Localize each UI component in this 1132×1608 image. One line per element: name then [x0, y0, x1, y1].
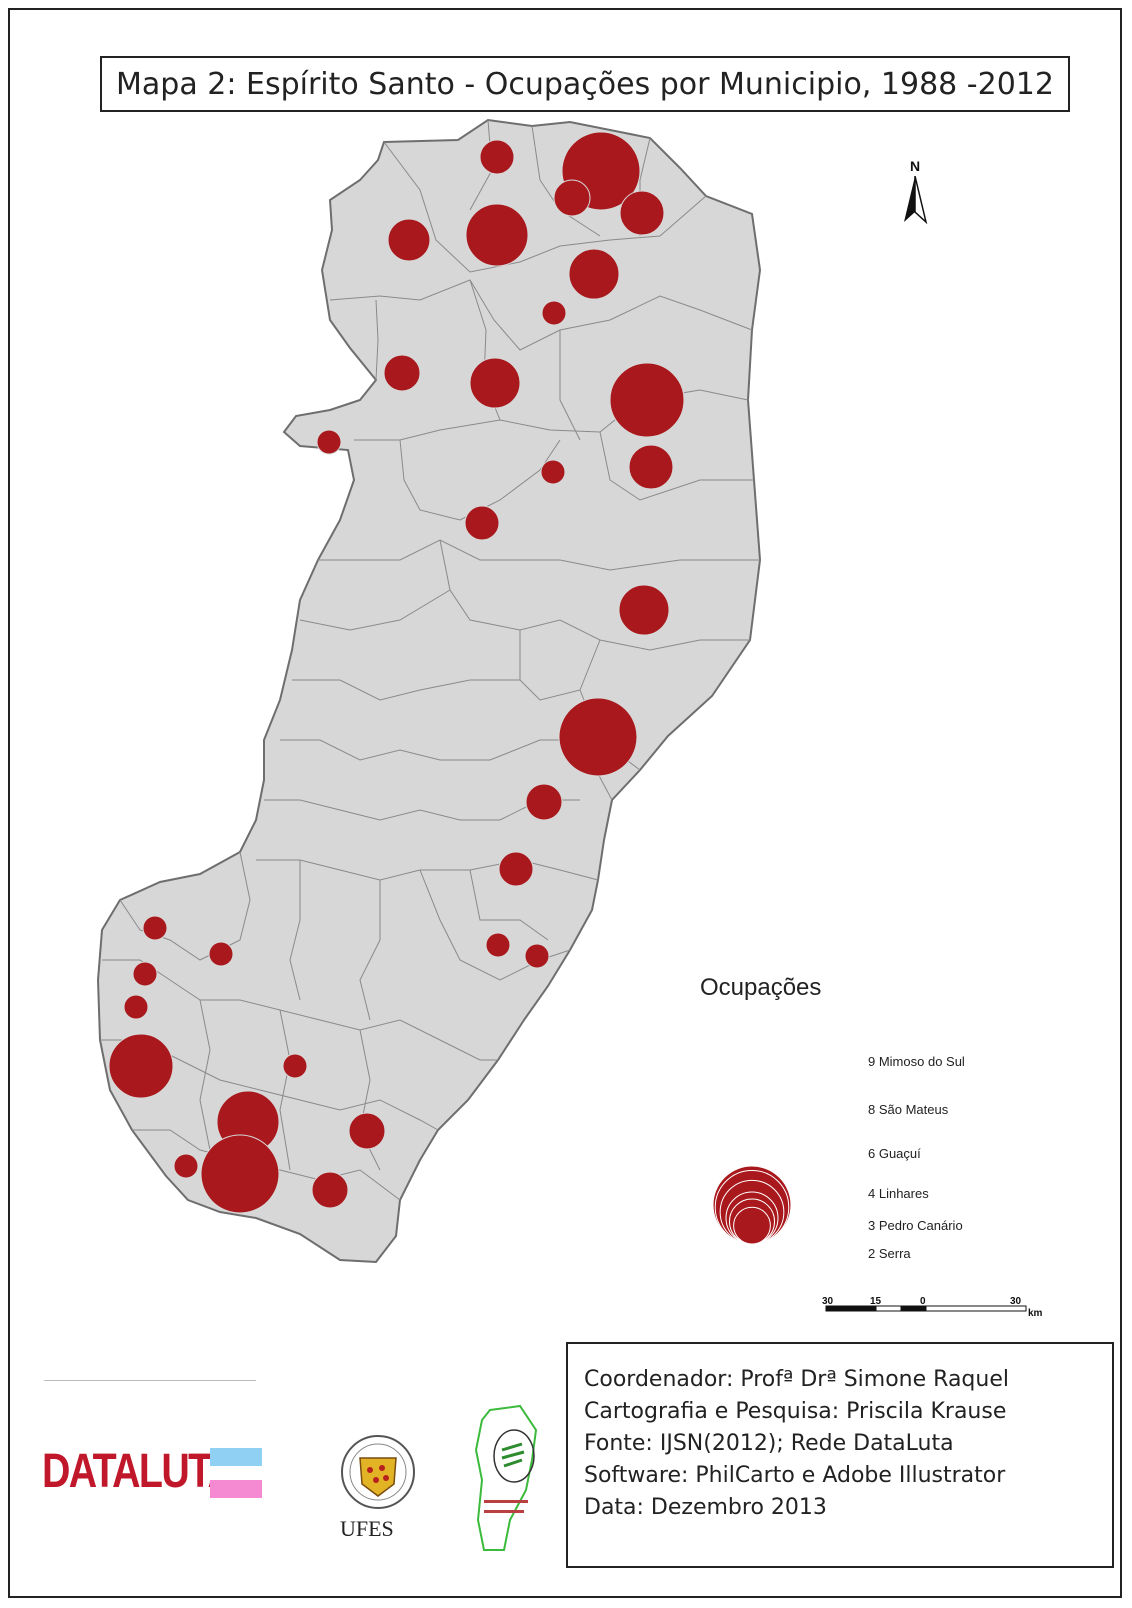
- occupation-symbol: [618, 584, 670, 636]
- legend-item-label: 6 Guaçuí: [868, 1146, 921, 1161]
- occupation-symbol: [525, 783, 563, 821]
- occupation-symbol: [628, 444, 674, 490]
- credits-box: Coordenador: Profª Drª Simone Raquel Car…: [566, 1342, 1114, 1568]
- logo-divider: [44, 1380, 256, 1381]
- map-title-text: Mapa 2: Espírito Santo - Ocupações por M…: [116, 66, 1054, 102]
- credit-line: Coordenador: Profª Drª Simone Raquel: [584, 1367, 1009, 1392]
- occupation-symbol: [173, 1153, 199, 1179]
- ufes-logo-text: UFES: [340, 1516, 394, 1541]
- scale-bar: [825, 1305, 1027, 1312]
- occupation-symbol: [609, 362, 685, 438]
- occupation-symbol: [558, 697, 638, 777]
- legend-item-label: 3 Pedro Canário: [868, 1218, 963, 1233]
- dataluta-flag-pink: [210, 1480, 262, 1498]
- occupation-symbol: [282, 1053, 308, 1079]
- occupation-symbol: [469, 357, 521, 409]
- legend-item-label: 2 Serra: [868, 1246, 911, 1261]
- occupation-symbol: [524, 943, 550, 969]
- credit-line: Data: Dezembro 2013: [584, 1495, 827, 1520]
- scale-tick-label: 30: [822, 1296, 834, 1307]
- occupation-symbol: [142, 915, 168, 941]
- occupation-symbol: [619, 190, 665, 236]
- credit-line: Cartografia e Pesquisa: Priscila Krause: [584, 1399, 1007, 1424]
- occupation-symbol: [123, 994, 149, 1020]
- occupation-symbol: [208, 941, 234, 967]
- occupation-symbol: [553, 179, 591, 217]
- lab-logo-icon: [474, 1404, 538, 1551]
- occupation-symbols: [108, 131, 685, 1214]
- occupation-symbol: [132, 961, 158, 987]
- occupation-symbol: [316, 429, 342, 455]
- legend-item-label: 4 Linhares: [868, 1186, 929, 1201]
- occupation-symbol: [479, 139, 515, 175]
- scale-tick-label: 30: [1010, 1296, 1022, 1307]
- occupation-symbol: [383, 354, 421, 392]
- dataluta-flag-white: [210, 1466, 262, 1480]
- occupation-symbol: [200, 1134, 280, 1214]
- legend-item-label: 8 São Mateus: [868, 1102, 949, 1117]
- scale-unit: km: [1028, 1308, 1043, 1319]
- occupation-symbol: [464, 505, 500, 541]
- occupation-symbol: [311, 1171, 349, 1209]
- occupation-symbol: [108, 1033, 174, 1099]
- legend-circles: [712, 1165, 792, 1245]
- legend-title: Ocupações: [700, 974, 822, 1001]
- occupation-symbol: [387, 218, 431, 262]
- map-frame: [8, 8, 1122, 1598]
- map-title: Mapa 2: Espírito Santo - Ocupações por M…: [100, 56, 1070, 112]
- scale-tick-label: 15: [870, 1296, 882, 1307]
- scale-tick-label: 0: [920, 1296, 926, 1307]
- dataluta-flag-blue: [210, 1448, 262, 1466]
- north-arrow-label: N: [909, 158, 921, 174]
- occupation-symbol: [465, 203, 529, 267]
- dataluta-logo: DATALUTA: [42, 1445, 236, 1498]
- legend-item-label: 9 Mimoso do Sul: [868, 1054, 965, 1069]
- occupation-symbol: [540, 459, 566, 485]
- occupation-symbol: [485, 932, 511, 958]
- espirito-santo-outline: [96, 118, 762, 1264]
- north-arrow: N: [900, 158, 950, 228]
- credit-line: Software: PhilCarto e Adobe Illustrator: [584, 1463, 1006, 1488]
- occupation-symbol: [541, 300, 567, 326]
- legend-circle: [733, 1206, 771, 1245]
- ufes-seal-icon: [341, 1435, 415, 1509]
- north-arrow-icon: [904, 176, 928, 225]
- occupation-symbol: [348, 1112, 386, 1150]
- occupation-symbol: [568, 248, 620, 300]
- occupation-symbol: [498, 851, 534, 887]
- credit-line: Fonte: IJSN(2012); Rede DataLuta: [584, 1431, 954, 1456]
